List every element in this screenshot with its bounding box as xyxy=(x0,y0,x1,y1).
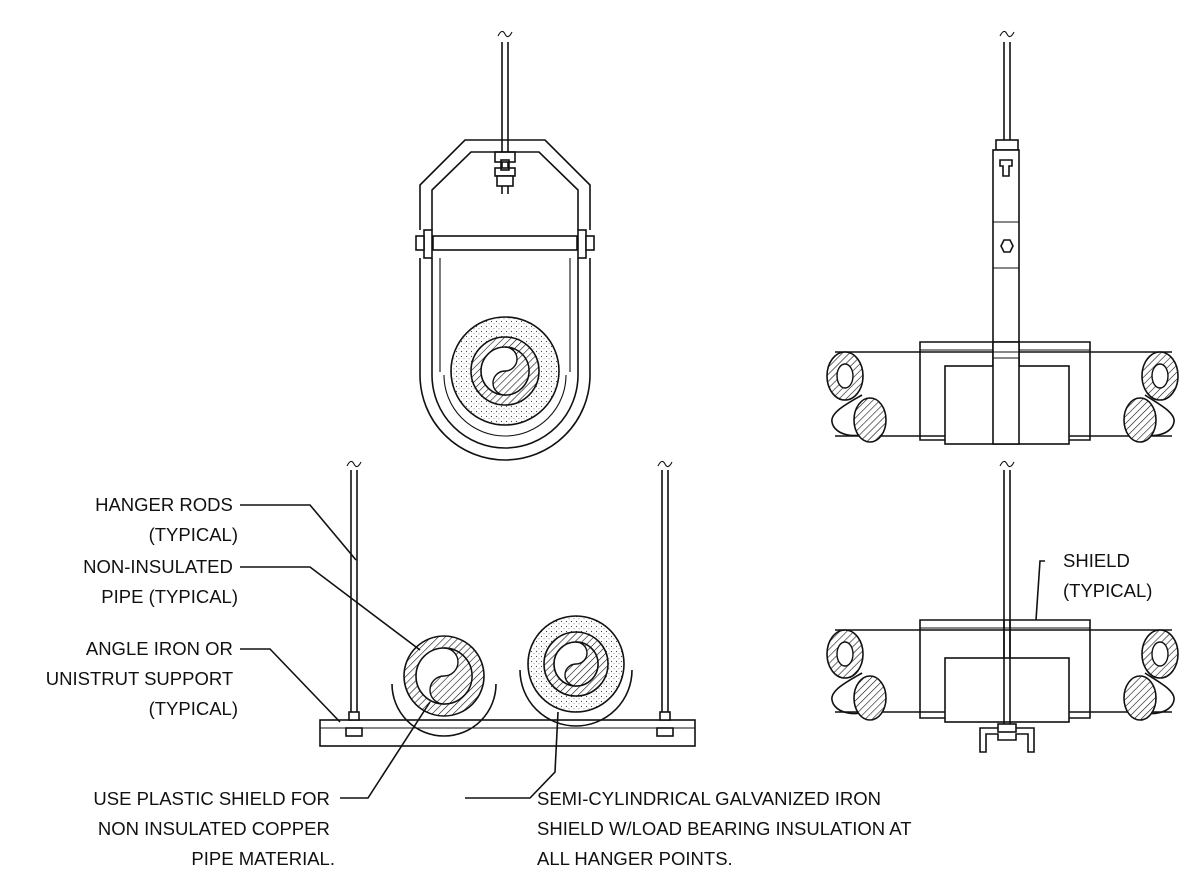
label-non-insulated-pipe: NON-INSULATED PIPE (TYPICAL) xyxy=(83,556,238,607)
label-angle-iron: ANGLE IRON OR UNISTRUT SUPPORT (TYPICAL) xyxy=(46,638,238,719)
label-hanger-rods: HANGER RODS (TYPICAL) xyxy=(95,494,238,545)
labels: HANGER RODS (TYPICAL) NON-INSULATED PIPE… xyxy=(46,494,1153,869)
trapeze-front-view xyxy=(319,460,696,747)
label-shield: SHIELD (TYPICAL) xyxy=(1063,550,1152,601)
label-plastic-shield: USE PLASTIC SHIELD FOR NON INSULATED COP… xyxy=(93,788,335,869)
trapeze-side-view xyxy=(826,460,1179,753)
leader-lines xyxy=(240,504,1045,799)
clevis-hanger-side-view xyxy=(826,30,1179,445)
clevis-hanger-front-view xyxy=(415,30,595,461)
label-galvanized-shield: SEMI-CYLINDRICAL GALVANIZED IRON SHIELD … xyxy=(537,788,916,869)
